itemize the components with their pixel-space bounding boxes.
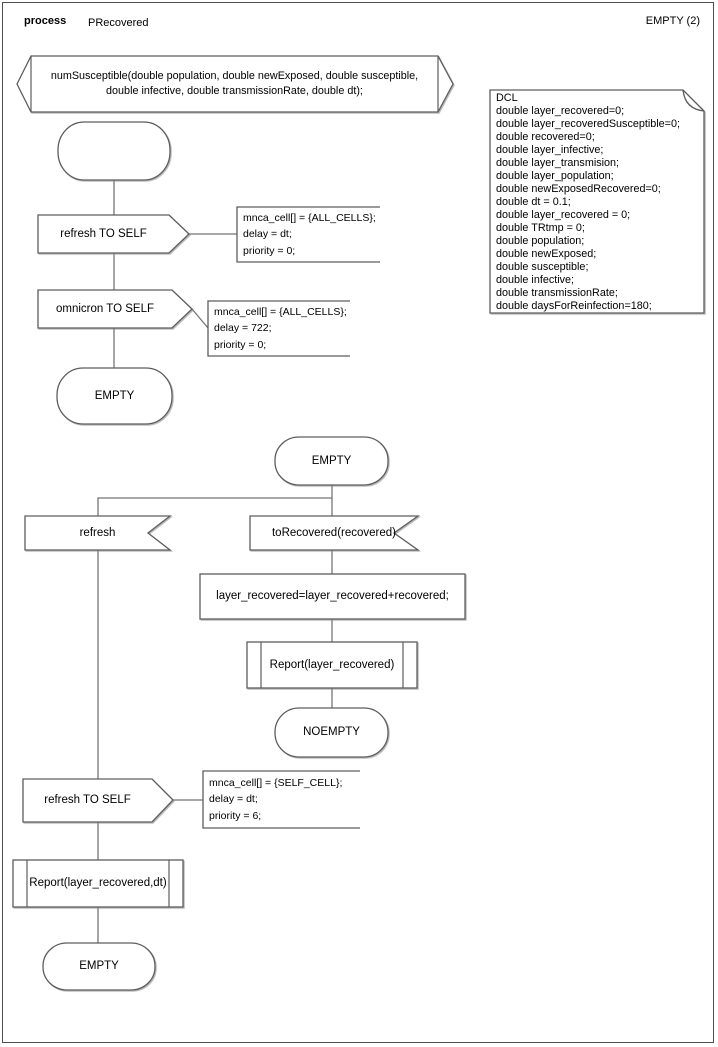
page-indicator: EMPTY (2) <box>645 15 700 27</box>
comment-omnicron-shape[interactable] <box>207 300 350 357</box>
comment-line: priority = 0; <box>243 244 296 257</box>
comment-connector <box>191 308 209 329</box>
send-signal-refresh-shape[interactable] <box>37 214 190 254</box>
dcl-line: double dt = 0.1; <box>496 196 571 208</box>
dcl-line: double recovered=0; <box>496 131 595 143</box>
comment-line: mnca_cell[] = {ALL_CELLS}; <box>214 305 347 318</box>
procedure-call-report-shape[interactable] <box>246 641 418 689</box>
comment-refresh2-text[interactable]: mnca_cell[] = {SELF_CELL};delay = dt; pri… <box>209 771 342 828</box>
dcl-line: DCL <box>496 92 518 104</box>
comment-line: mnca_cell[] = {SELF_CELL}; <box>209 776 343 789</box>
comment-refresh2-shape[interactable] <box>202 770 360 829</box>
procedure-declaration-line2: double infective, double transmissionRat… <box>106 85 363 97</box>
state-empty-start-shape[interactable] <box>274 436 389 486</box>
connector <box>97 485 333 516</box>
state-empty-start-label[interactable]: EMPTY <box>311 454 352 467</box>
dcl-note-fold <box>682 89 705 112</box>
dcl-line: double newExposedRecovered=0; <box>496 183 661 195</box>
comment-omnicron-text[interactable]: mnca_cell[] = {ALL_CELLS};delay = 722; pr… <box>214 301 347 356</box>
receive-signal-torecovered-shape[interactable] <box>249 515 421 551</box>
comment-line: priority = 6; <box>209 809 262 822</box>
dcl-line: double layer_recovered=0; <box>496 105 625 117</box>
process-kind-label: process <box>24 15 67 27</box>
state-empty-shape[interactable] <box>56 367 173 425</box>
procedure-call-report-dt-shape[interactable] <box>12 859 184 908</box>
dcl-line: double newExposed; <box>496 248 597 260</box>
dcl-line: double layer_recoveredSusceptible=0; <box>496 118 680 130</box>
comment-line: delay = dt; <box>209 793 258 806</box>
receive-signal-refresh-shape[interactable] <box>24 515 172 551</box>
process-name: PRecovered <box>88 17 149 29</box>
procedure-call-report-label[interactable]: Report(layer_recovered) <box>269 658 395 671</box>
dcl-line: double susceptible; <box>496 261 589 273</box>
state-noempty-label[interactable]: NOEMPTY <box>303 726 360 738</box>
dcl-line: double daysForReinfection=180; <box>496 300 652 312</box>
dcl-line: double layer_population; <box>496 170 614 182</box>
comment-refresh-text[interactable]: mnca_cell[] = {ALL_CELLS};delay = dt; pri… <box>243 207 376 262</box>
dcl-line: double transmissionRate; <box>496 287 618 299</box>
dcl-line: double layer_transmision; <box>496 157 620 169</box>
comment-line: delay = dt; <box>243 228 292 241</box>
dcl-note-shape[interactable] <box>489 89 705 314</box>
task-assignment-shape[interactable] <box>199 573 466 620</box>
task-assignment-label[interactable]: layer_recovered=layer_recovered+recovere… <box>216 590 449 602</box>
comment-line: delay = 722; <box>214 322 272 335</box>
send-signal-omnicron-shape[interactable] <box>37 289 193 329</box>
send-signal-refresh-label[interactable]: refresh TO SELF <box>60 227 147 240</box>
comment-line: priority = 0; <box>214 338 267 351</box>
procedure-declaration-line1: numSusceptible(double population, double… <box>50 70 419 82</box>
procedure-call-report-dt-label[interactable]: Report(layer_recovered,dt) <box>29 877 167 889</box>
state-noempty-shape[interactable] <box>274 707 389 758</box>
send-signal-refresh2-label[interactable]: refresh TO SELF <box>44 794 131 806</box>
send-signal-omnicron-label[interactable]: omnicron TO SELF <box>55 302 154 315</box>
dcl-line: double layer_recovered = 0; <box>496 209 631 221</box>
state-empty-label[interactable]: EMPTY <box>94 389 135 402</box>
state-empty-end-label[interactable]: EMPTY <box>79 960 119 972</box>
dcl-line: double infective; <box>496 274 575 286</box>
comment-refresh-shape[interactable] <box>236 206 380 263</box>
dcl-line: double population; <box>496 235 585 247</box>
send-signal-refresh2-shape[interactable] <box>22 778 174 823</box>
receive-signal-torecovered-label[interactable]: toRecovered(recovered) <box>271 526 396 539</box>
start-state-shape[interactable] <box>57 121 171 181</box>
procedure-declaration-text[interactable]: numSusceptible(double population, double… <box>31 58 438 110</box>
comment-line: mnca_cell[] = {ALL_CELLS}; <box>243 211 376 224</box>
dcl-line: double layer_infective; <box>496 144 604 156</box>
state-empty-end-shape[interactable] <box>42 942 156 991</box>
receive-signal-refresh-label[interactable]: refresh <box>79 526 116 539</box>
dcl-line: double TRtmp = 0; <box>496 222 585 234</box>
